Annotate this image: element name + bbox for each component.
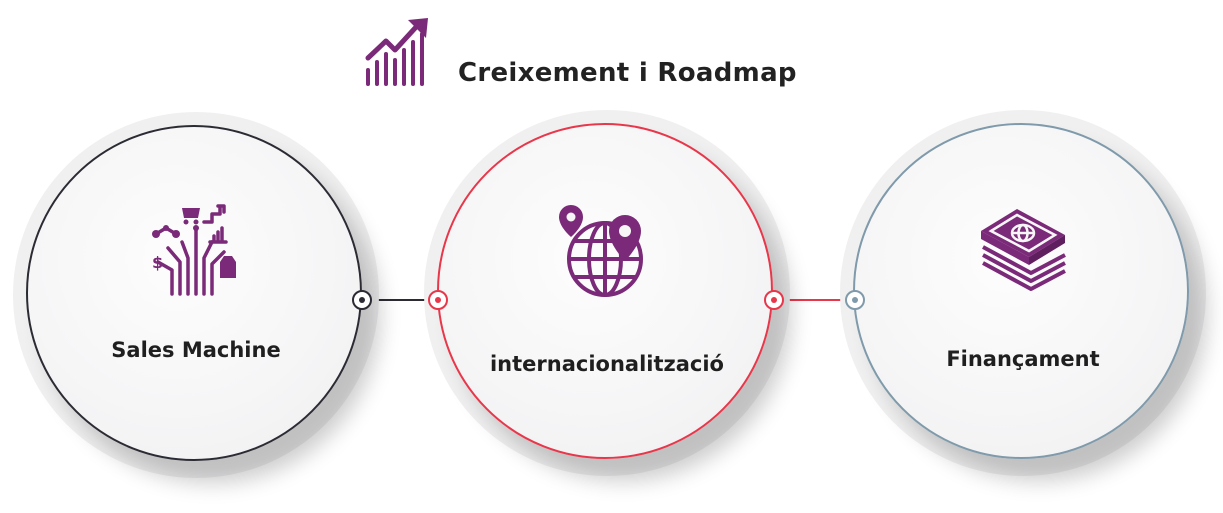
node-label: internacionalització — [489, 352, 724, 376]
roadmap-node-sales-machine: $ Sales Machine — [13, 112, 379, 478]
sales-network-icon: $ — [152, 204, 236, 296]
globe-location-icon — [559, 205, 643, 297]
connector-dot-1a — [352, 290, 372, 310]
connector-dot-2b — [845, 290, 865, 310]
node-circle: Finançament — [853, 123, 1189, 459]
header: Creixement i Roadmap — [362, 14, 797, 90]
connector-dot-2a — [764, 290, 784, 310]
node-circle: internacionalització — [437, 123, 773, 459]
node-label: Sales Machine — [111, 338, 281, 362]
money-stack-icon — [981, 209, 1066, 291]
connector-line-2 — [775, 299, 855, 301]
svg-text:$: $ — [152, 253, 163, 272]
roadmap-node-internacionalitzacio: internacionalització — [424, 110, 790, 476]
node-label: Finançament — [946, 347, 1100, 371]
page-title: Creixement i Roadmap — [458, 58, 797, 88]
connector-line-1 — [362, 299, 437, 301]
connector-dot-1b — [428, 290, 448, 310]
roadmap-node-financament: Finançament — [840, 110, 1206, 476]
growth-chart-icon — [365, 18, 428, 86]
node-circle: $ Sales Machine — [26, 125, 362, 461]
